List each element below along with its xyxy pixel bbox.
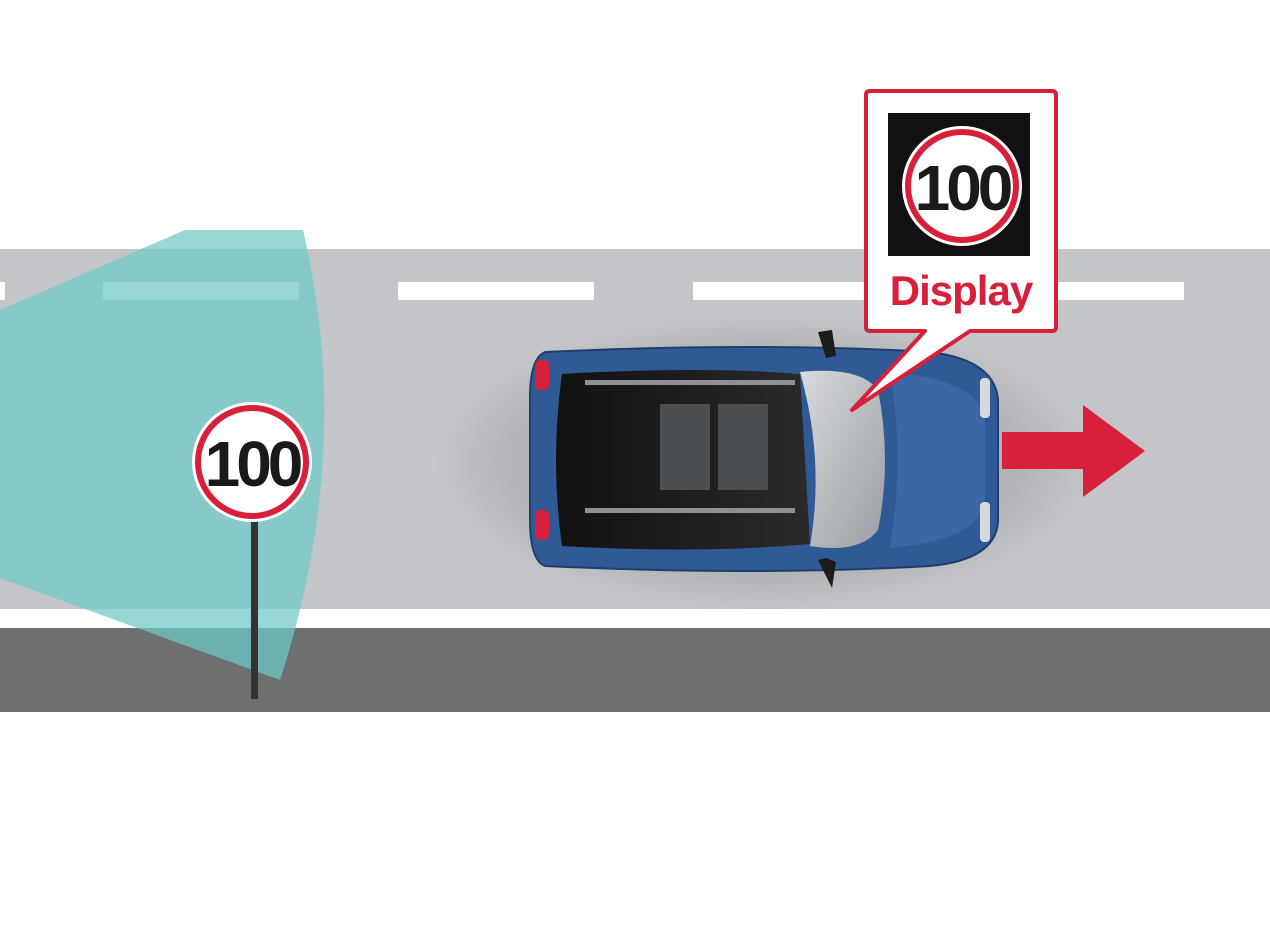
roadside-speed-sign: 100 [192, 402, 312, 699]
headlight [980, 378, 990, 418]
sign-pole [251, 515, 258, 699]
side-mirror [818, 330, 836, 358]
arrow-right-icon [1002, 405, 1145, 497]
display-callout: 100 Display [850, 89, 1058, 412]
tail-light [535, 360, 549, 390]
display-label: Display [890, 267, 1034, 314]
roof-rail [585, 508, 795, 513]
side-mirror [818, 558, 836, 588]
car-top-view-icon [529, 330, 999, 588]
lane-dash [0, 282, 5, 300]
roadside-sign-speed: 100 [205, 428, 301, 500]
lane-dash [398, 282, 594, 300]
road-edge-line [0, 609, 1270, 628]
lane-dash [693, 282, 889, 300]
roof-rail [585, 380, 795, 385]
windshield [800, 370, 885, 548]
sensor-detection-zone [0, 230, 325, 680]
tail-light [535, 510, 549, 540]
headlight [980, 502, 990, 542]
display-speed: 100 [915, 152, 1011, 224]
sunroof-panel [718, 404, 768, 490]
sunroof-panel [660, 404, 710, 490]
